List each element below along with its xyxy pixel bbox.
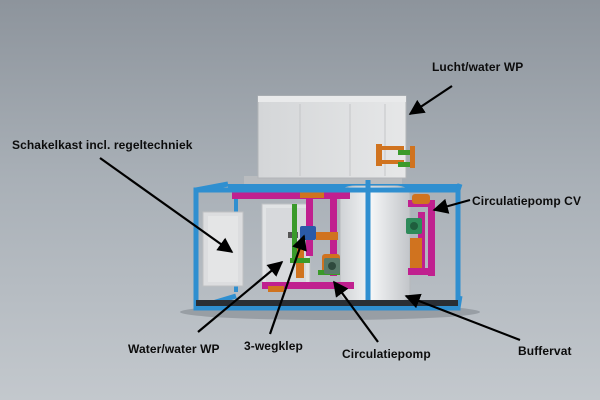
frame-base [196, 300, 458, 306]
callout-arrows [99, 85, 521, 343]
label-lucht-water-wp: Lucht/water WP [432, 60, 524, 74]
arrow-lucht-water-wp [408, 85, 453, 115]
label-buffervat: Buffervat [518, 344, 572, 358]
heat-pump-connection-pipes [376, 144, 415, 168]
circulation-pump-cv [406, 218, 422, 234]
arrow-3-wegklep [268, 234, 307, 335]
arrow-schakelkast [99, 157, 234, 253]
arrow-buffervat [404, 293, 521, 342]
label-circulatiepomp-cv: Circulatiepomp CV [472, 194, 582, 208]
air-water-heat-pump-unit [244, 95, 407, 184]
label-circulatiepomp: Circulatiepomp [342, 347, 431, 361]
label-water-water-wp: Water/water WP [128, 342, 220, 356]
arrow-water-water-wp [197, 261, 284, 333]
circulation-pump [324, 258, 340, 274]
label-3-wegklep: 3-wegklep [244, 339, 303, 353]
arrow-circulatiepomp-cv [432, 198, 471, 214]
control-cabinet [202, 211, 244, 287]
arrow-circulatiepomp [333, 280, 379, 343]
label-schakelkast: Schakelkast incl. regeltechniek [12, 138, 193, 152]
